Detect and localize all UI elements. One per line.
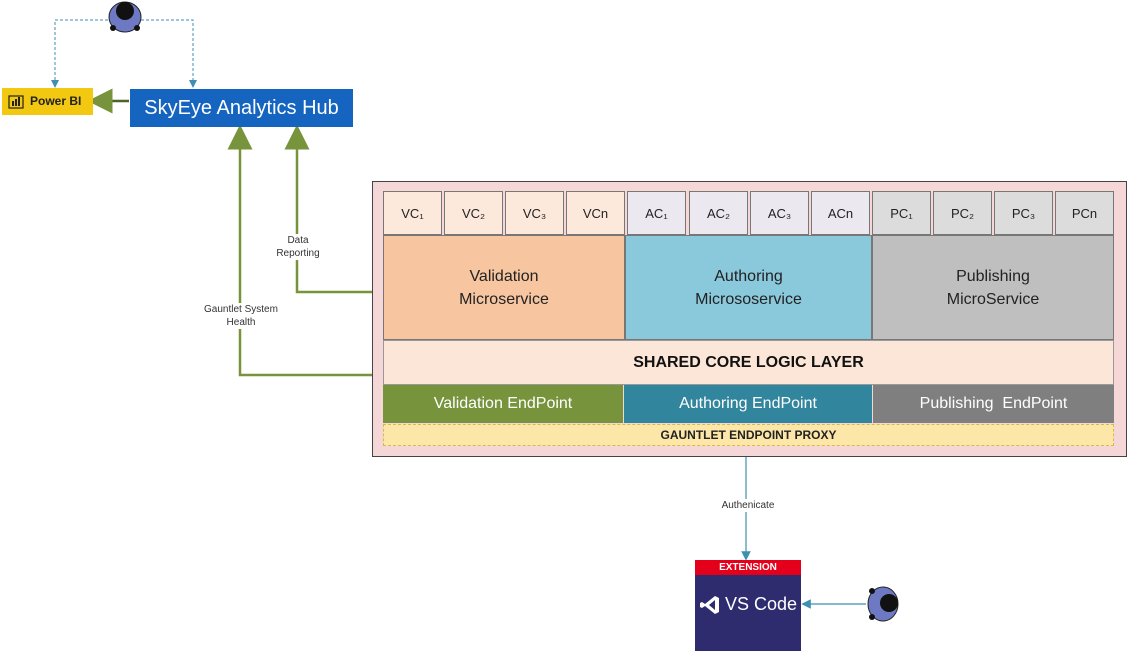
analytics-hub-node: SkyEye Analytics Hub [130,89,353,127]
chip-pc3: PC₃ [994,191,1053,235]
data-reporting-line [284,124,372,294]
validation-microservice: Validation Microservice [383,235,625,340]
authoring-endpoint: Authoring EndPoint [624,385,872,423]
extension-badge: EXTENSION [695,560,801,575]
chip-vc1: VC₁ [383,191,442,235]
authoring-microservice: Authoring Micrososervice [625,235,872,340]
powerbi-label: Power BI [30,94,82,108]
chip-vc2: VC₂ [444,191,503,235]
chip-pc1: PC₁ [872,191,931,235]
chip-acn: ACn [811,191,870,235]
chip-vc3: VC₃ [505,191,564,235]
system-health-line [227,124,372,377]
data-reporting-label: Data Reporting [266,234,330,260]
powerbi-icon [8,95,24,109]
user-bottom-icon [867,586,899,622]
chip-ac1: AC₁ [627,191,686,235]
gauntlet-endpoint-proxy: GAUNTLET ENDPOINT PROXY [383,424,1114,446]
user-top-icon [108,1,142,33]
user-to-powerbi-line [51,19,108,88]
chip-pc2: PC₂ [933,191,992,235]
publishing-microservice: Publishing MicroService [872,235,1114,340]
chip-pcn: PCn [1055,191,1114,235]
validation-endpoint: Validation EndPoint [383,385,623,423]
chip-vcn: VCn [566,191,625,235]
user-to-hub-line [141,19,197,88]
vscode-label: VS Code [725,594,798,614]
shared-core-logic-layer: SHARED CORE LOGIC LAYER [383,340,1114,385]
vscode-extension-node [695,560,801,651]
chip-ac2: AC₂ [689,191,748,235]
chip-ac3: AC₃ [750,191,809,235]
publishing-endpoint: Publishing EndPoint [873,385,1114,423]
hub-title: SkyEye Analytics Hub [144,96,339,119]
powerbi-node: Power BI [2,88,93,115]
authenticate-label: Authenicate [718,499,778,512]
system-health-label: Gauntlet System Health [196,303,286,329]
vscode-icon [700,596,719,614]
